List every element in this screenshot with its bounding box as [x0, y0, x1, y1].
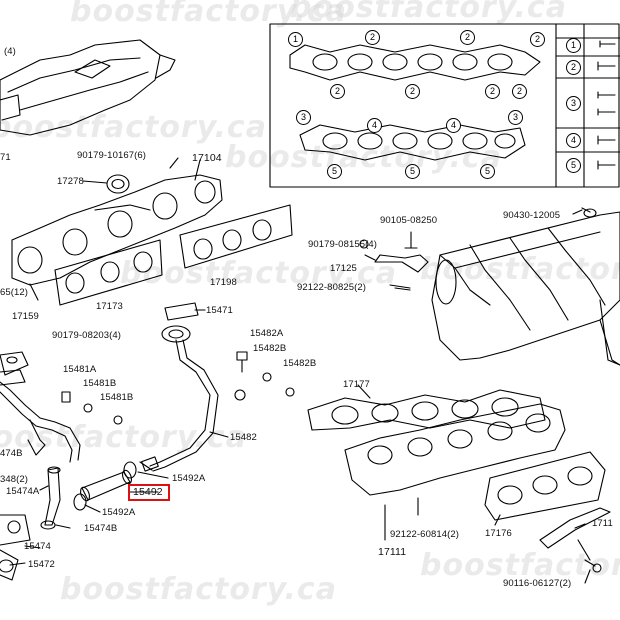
part-label: 17104	[192, 152, 222, 164]
part-label: 15481B	[100, 392, 134, 403]
part-label: 348(2)	[0, 474, 29, 485]
part-label: 90430-12005	[503, 210, 561, 221]
part-label: 15492A	[102, 507, 136, 518]
part-label: 15482B	[283, 358, 317, 369]
part-label: 1711	[592, 518, 613, 529]
legend-marker: 5	[566, 158, 581, 173]
part-label: 17173	[96, 301, 123, 312]
manifold-gasket-17198	[179, 204, 293, 269]
part-label: 90179-08155(4)	[308, 239, 378, 250]
inset-marker: 5	[480, 164, 495, 179]
inset-gasket-bottom	[299, 124, 526, 161]
part-label: 15471	[206, 305, 233, 316]
inset-marker: 4	[367, 118, 382, 133]
part-label: 17176	[485, 528, 512, 539]
hose-15474	[0, 466, 61, 581]
part-label: 71	[0, 152, 11, 163]
bracket	[539, 507, 611, 549]
part-label: 15481B	[83, 378, 117, 389]
part-label: 92122-80825(2)	[297, 282, 367, 293]
inset-marker: 2	[330, 84, 345, 99]
part-label: 17111	[378, 546, 407, 558]
part-label: 15492A	[172, 473, 206, 484]
part-label: 15474	[24, 541, 51, 552]
part-label: 90116-06127(2)	[503, 578, 572, 589]
inset-marker: 2	[460, 30, 475, 45]
oil-pipe-15482	[139, 339, 219, 472]
stud-bolt	[29, 283, 39, 301]
inset-gasket-top	[289, 44, 541, 81]
part-label: 17198	[210, 277, 237, 288]
part-label: 17177	[343, 379, 370, 390]
inset-marker: 4	[446, 118, 461, 133]
legend-marker: 4	[566, 133, 581, 148]
inset-marker: 2	[530, 32, 545, 47]
part-label: 15474B	[84, 523, 118, 534]
part-label: 90105-08250	[380, 215, 438, 226]
inset-marker: 5	[405, 164, 420, 179]
legend-marker: 3	[566, 96, 581, 111]
part-label: 15482B	[253, 343, 287, 354]
part-label: 17159	[12, 311, 39, 322]
bracket	[374, 254, 429, 273]
legend-marker: 2	[566, 60, 581, 75]
part-label: 17125	[330, 263, 357, 274]
inset-box	[269, 23, 620, 188]
intake-manifold	[431, 211, 620, 366]
part-label: 90179-10167(6)	[77, 150, 147, 161]
legend-marker: 1	[566, 38, 581, 53]
part-label: 15472	[28, 559, 55, 570]
inset-marker: 2	[405, 84, 420, 99]
inset-marker: 3	[296, 110, 311, 125]
heat-shield	[0, 39, 176, 136]
part-label: 474B	[0, 448, 23, 459]
inset-marker: 3	[508, 110, 523, 125]
part-label: 17278	[57, 176, 84, 187]
gasket-17176	[484, 451, 606, 521]
watermark: boostfactory.ca	[225, 140, 502, 175]
hose-clip	[73, 493, 87, 511]
part-label: 15482A	[250, 328, 284, 339]
manifold-gasket-17173	[54, 239, 163, 306]
inset-marker: 2	[365, 30, 380, 45]
part-label: 90179-08203(4)	[52, 330, 122, 341]
inset-marker: 2	[485, 84, 500, 99]
watermark: boostfactory.ca	[0, 110, 267, 145]
watermark: boostfactory.ca	[60, 572, 337, 607]
part-label: 92122-60814(2)	[390, 529, 460, 540]
watermark: boostfactory.ca	[420, 252, 620, 287]
watermark: boostfactory.ca	[290, 0, 567, 25]
hose-15492	[79, 469, 133, 502]
exhaust-manifold	[11, 174, 223, 286]
intake-runner-17111	[344, 403, 566, 496]
inset-marker: 2	[512, 84, 527, 99]
bolt	[404, 231, 418, 249]
gasket-ring	[106, 174, 130, 194]
oil-pipe-15481	[0, 351, 81, 463]
part-label: 15474A	[6, 486, 40, 497]
hose-clip	[123, 461, 137, 479]
part-label: 65(12)	[0, 287, 29, 298]
inset-marker: 1	[288, 32, 303, 47]
part-label-highlighted: 15492	[133, 486, 163, 498]
part-label: 15481A	[63, 364, 97, 375]
flange-gasket	[164, 302, 199, 321]
part-label: 15482	[230, 432, 257, 443]
part-label: (4)	[4, 46, 16, 57]
inset-marker: 5	[327, 164, 342, 179]
highlight-box	[128, 484, 170, 501]
watermark: boostfactory.ca	[120, 256, 397, 291]
gasket-17177	[307, 389, 546, 431]
